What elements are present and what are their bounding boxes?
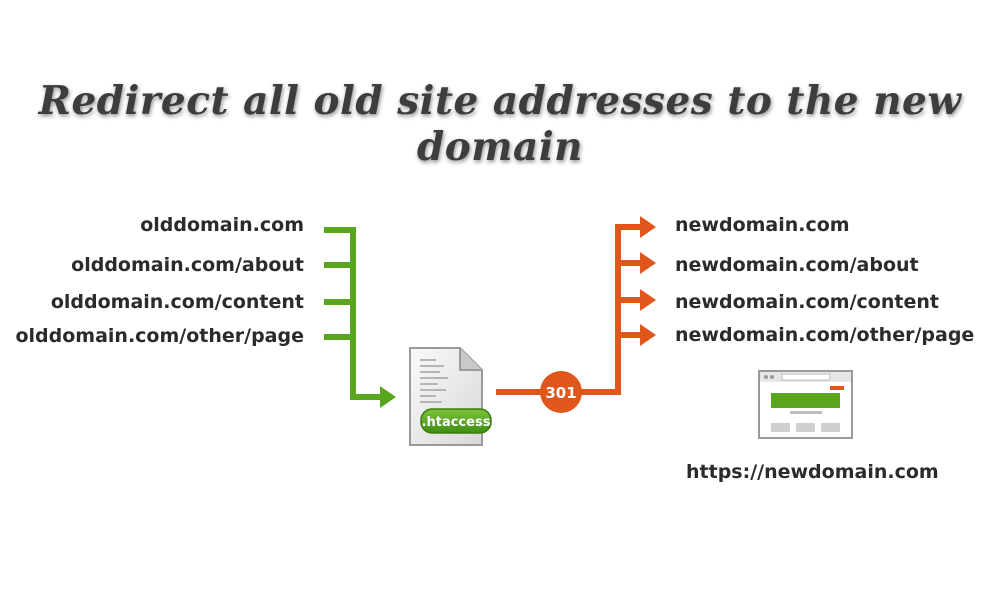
status-badge: 301 <box>540 371 582 413</box>
old-url-2: olddomain.com/about <box>71 254 304 276</box>
htaccess-label: .htaccess <box>422 415 491 430</box>
status-code: 301 <box>545 384 576 402</box>
old-url-3: olddomain.com/content <box>50 291 304 313</box>
page-title: Redirect all old site addresses to the n… <box>38 78 962 170</box>
new-url-4: newdomain.com/other/page <box>675 324 975 346</box>
new-url-2: newdomain.com/about <box>675 254 919 276</box>
browser-window-icon <box>758 370 853 439</box>
old-url-4: olddomain.com/other/page <box>15 325 304 347</box>
green-collector <box>324 227 382 400</box>
document-icon: .htaccess <box>409 347 492 446</box>
result-url: https://newdomain.com <box>686 461 939 483</box>
new-url-1: newdomain.com <box>675 214 850 236</box>
new-url-3: newdomain.com/content <box>675 291 939 313</box>
orange-distributor <box>496 224 643 395</box>
green-arrowhead <box>380 386 396 408</box>
orange-arrowheads <box>640 216 656 346</box>
old-url-1: olddomain.com <box>140 214 304 236</box>
